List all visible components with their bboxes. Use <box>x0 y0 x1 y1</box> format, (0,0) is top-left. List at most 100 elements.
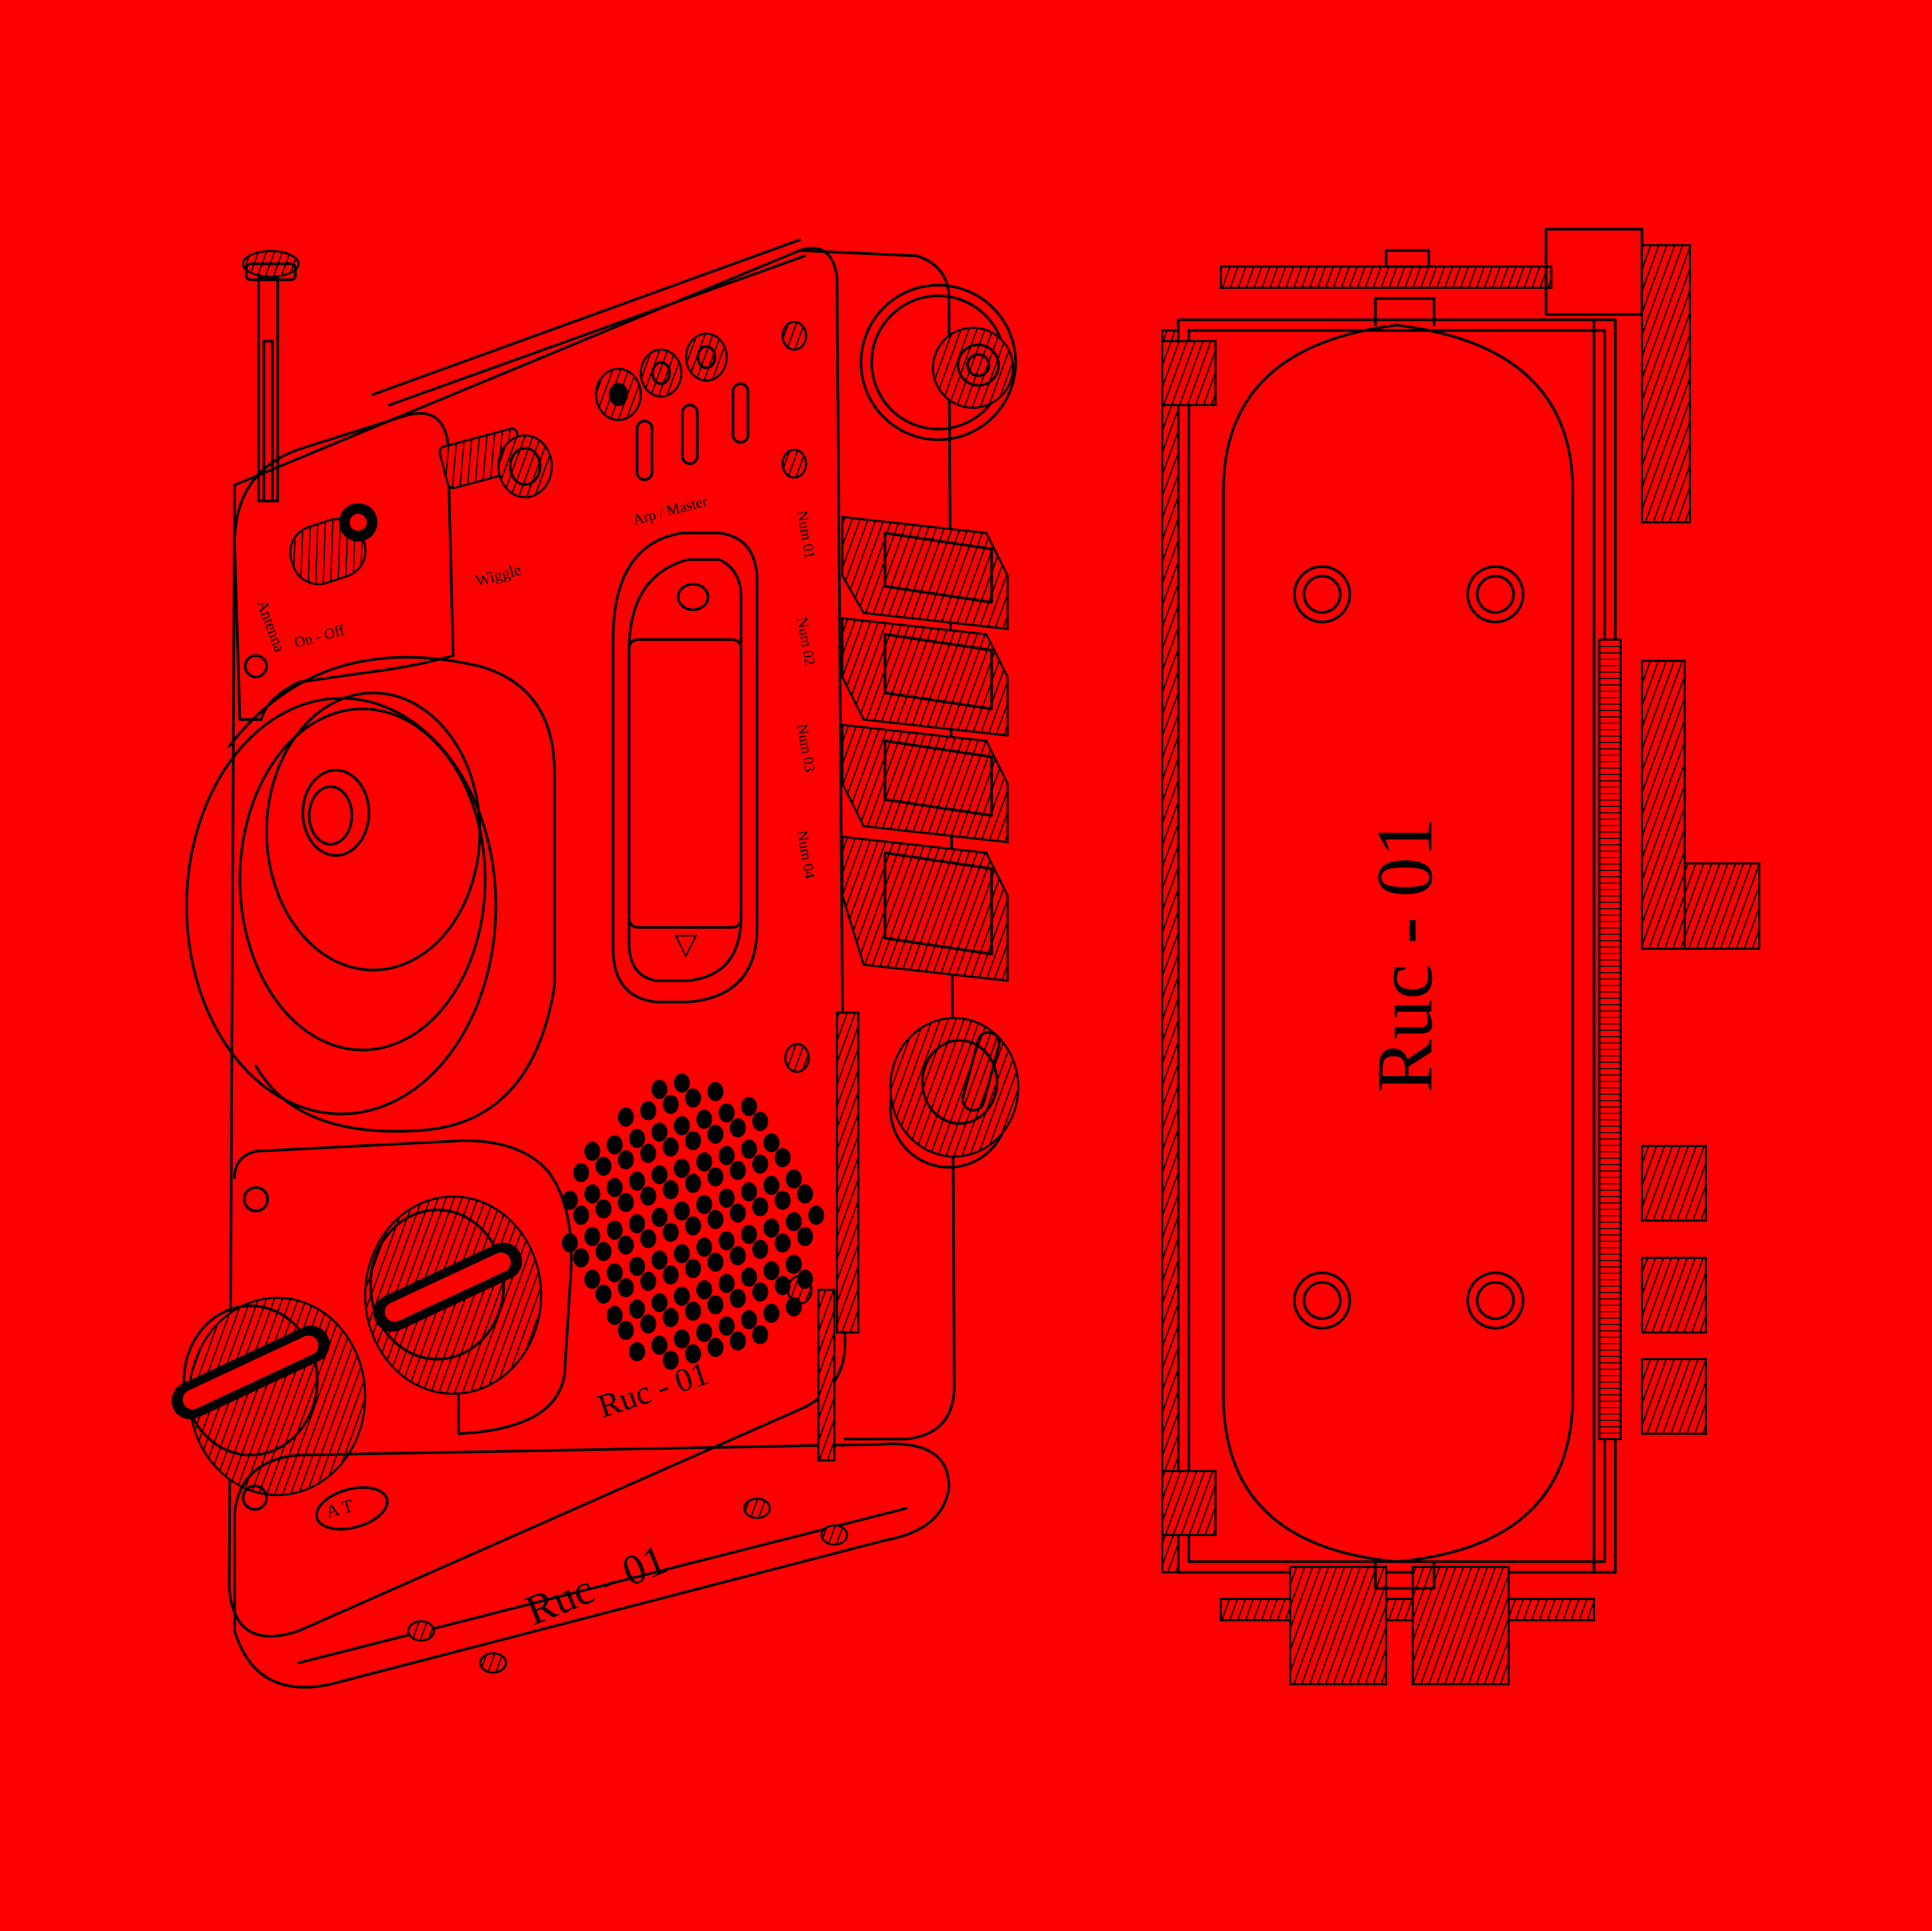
model-label-front: Ruc - 01 <box>593 1355 713 1425</box>
top-left-panel <box>233 412 455 721</box>
grille-hole <box>674 1116 690 1135</box>
grille-hole <box>696 1323 712 1342</box>
model-label-side: Ruc - 01 <box>1361 817 1449 1093</box>
grille-hole <box>707 1295 723 1314</box>
screw-icon <box>407 1620 435 1642</box>
num03-button[interactable] <box>841 723 1009 844</box>
grille-hole <box>629 1342 645 1361</box>
num-buttons[interactable] <box>841 515 1009 982</box>
num02-label: Num 02 <box>793 616 818 667</box>
grille-hole <box>752 1325 768 1344</box>
grille-hole <box>741 1140 757 1159</box>
grille-hole <box>685 1174 701 1193</box>
antenna-label: Antenna <box>253 597 288 655</box>
top-right-dial[interactable] <box>859 284 1017 441</box>
num03-label: Num 03 <box>793 723 818 773</box>
grille-hole <box>607 1178 623 1197</box>
grille-hole <box>786 1297 802 1316</box>
wiggle-control[interactable] <box>438 427 553 498</box>
side-knob-2[interactable] <box>1641 1257 1707 1334</box>
lower-left-strip <box>233 1139 573 1435</box>
grille-hole <box>696 1195 712 1214</box>
grille-hole <box>607 1135 623 1154</box>
grille-hole <box>618 1193 634 1212</box>
grille-hole <box>719 1189 735 1208</box>
grille-hole <box>719 1103 735 1122</box>
grille-hole <box>674 1329 690 1348</box>
grille-hole <box>741 1225 757 1244</box>
grille-hole <box>674 1159 690 1178</box>
at-badge <box>315 1486 389 1531</box>
side-view: Ruc - 01 <box>1161 228 1760 1685</box>
grille-hole <box>651 1080 667 1099</box>
grille-hole <box>584 1270 600 1289</box>
screw-icon <box>244 654 268 678</box>
lower-right-knob[interactable] <box>889 1017 1019 1169</box>
grille-hole <box>674 1244 690 1263</box>
side-knob-1[interactable] <box>1641 1145 1707 1222</box>
grille-hole <box>719 1146 735 1165</box>
grille-hole <box>786 1255 802 1274</box>
side-switch[interactable] <box>1684 862 1760 950</box>
grille-hole <box>775 1233 791 1253</box>
side-knob-3[interactable] <box>1641 1358 1707 1435</box>
grille-hole <box>663 1265 679 1284</box>
grille-hole <box>752 1112 768 1131</box>
grille-hole <box>674 1287 690 1306</box>
grille-hole <box>775 1276 791 1295</box>
bottom-left-knob <box>1289 1566 1387 1685</box>
grille-hole <box>685 1344 701 1363</box>
grille-hole <box>797 1270 813 1289</box>
grille-hole <box>730 1331 746 1351</box>
grille-hole <box>618 1108 634 1127</box>
grille-hole <box>685 1131 701 1150</box>
grille-hole <box>595 1242 611 1261</box>
arp-master-label: Arp / Master <box>631 493 710 529</box>
num01-label: Num 01 <box>793 510 818 560</box>
grille-hole <box>663 1308 679 1327</box>
grille-hole <box>797 1227 813 1246</box>
right-dial[interactable] <box>364 1195 542 1395</box>
left-dial[interactable] <box>165 1297 366 1496</box>
screw-icon <box>243 1186 269 1213</box>
num01-button[interactable] <box>841 515 1009 631</box>
grille-hole <box>674 1073 690 1093</box>
grille-hole <box>707 1125 723 1144</box>
grille-hole <box>651 1122 667 1142</box>
grille-hole <box>752 1197 768 1216</box>
grille-hole <box>763 1133 779 1152</box>
grille-hole <box>685 1088 701 1108</box>
grille-hole <box>663 1095 679 1114</box>
grille-hole <box>607 1221 623 1240</box>
grille-hole <box>573 1248 589 1267</box>
bottom-slab <box>233 1442 951 1689</box>
grille-hole <box>674 1201 690 1221</box>
arp-master-knobs[interactable] <box>595 333 750 481</box>
grille-hole <box>685 1302 701 1321</box>
grille-hole <box>618 1321 634 1340</box>
screw-icon <box>820 1524 848 1546</box>
top-right-block <box>1641 244 1691 523</box>
speaker-disc <box>185 656 556 1133</box>
top-bar <box>1220 265 1552 289</box>
grille-hole <box>595 1157 611 1176</box>
grille-hole <box>595 1284 611 1304</box>
num02-button[interactable] <box>841 617 1009 737</box>
grille-hole <box>651 1250 667 1270</box>
screw-icon <box>479 1652 507 1674</box>
grille-hole <box>763 1304 779 1323</box>
grille-hole <box>629 1171 645 1191</box>
grille-hole <box>696 1152 712 1171</box>
cover-screws <box>1293 565 1525 1330</box>
screw-icon <box>743 1498 771 1519</box>
grille-hole <box>618 1235 634 1255</box>
grille-hole <box>607 1263 623 1282</box>
grille-hole <box>663 1180 679 1199</box>
grille-hole <box>629 1257 645 1276</box>
display-screen <box>611 531 759 1004</box>
bottom-bar <box>1220 1598 1595 1621</box>
num04-label: Num 04 <box>793 829 818 880</box>
grille-hole <box>786 1212 802 1231</box>
